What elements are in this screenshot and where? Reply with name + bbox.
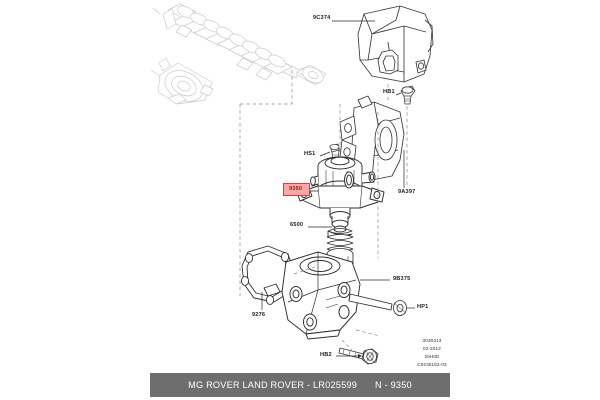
callout-label-hb1[interactable]: HB1	[383, 89, 395, 95]
bracket-9a397-part	[339, 95, 405, 181]
leader-line-hb2	[336, 354, 362, 358]
mounting-arm-part	[348, 293, 393, 311]
metadata-document-id: C0235152-03	[417, 361, 447, 367]
drawing-metadata-block: 3030413 02-2012 20H0D C0235152-03	[402, 337, 462, 369]
callout-label-9276[interactable]: 9276	[252, 312, 266, 318]
title-bar-vehicle: MG ROVER LAND ROVER - LR025599	[188, 380, 358, 390]
high-pressure-fuel-pump-part	[295, 156, 385, 233]
assembly-projection-lines	[239, 70, 408, 351]
leader-line-hb1	[395, 92, 402, 96]
washer-hp1-part	[393, 300, 407, 316]
callout-label-hs1[interactable]: HS1	[304, 151, 316, 157]
bolt-hb1-part	[400, 85, 416, 105]
callout-label-9a397[interactable]: 9A397	[398, 189, 416, 195]
diagram-title-bar: MG ROVER LAND ROVER - LR025599 N - 9350	[150, 373, 450, 397]
pump-housing-9b375-part	[281, 251, 361, 340]
callout-label-hb2[interactable]: HB2	[320, 352, 332, 358]
callout-label-9350-selected[interactable]: 9350	[283, 183, 311, 196]
callout-label-hp1[interactable]: HP1	[417, 304, 429, 310]
callout-label-6500[interactable]: 6500	[290, 222, 304, 228]
metadata-date: 02-2012	[423, 345, 441, 351]
camshaft-ghost-assembly	[150, 3, 327, 105]
bolt-hb2-part	[338, 347, 379, 365]
callout-label-9b375[interactable]: 9B375	[393, 276, 411, 282]
callout-label-9c374[interactable]: 9C374	[313, 15, 331, 21]
metadata-engine-code: 20H0D	[424, 353, 440, 359]
heat-shield-part	[357, 5, 434, 83]
title-bar-section-ref: N - 9350	[375, 380, 412, 390]
leader-line-hs1	[319, 151, 331, 157]
metadata-drawing-number: 3030413	[422, 338, 442, 343]
